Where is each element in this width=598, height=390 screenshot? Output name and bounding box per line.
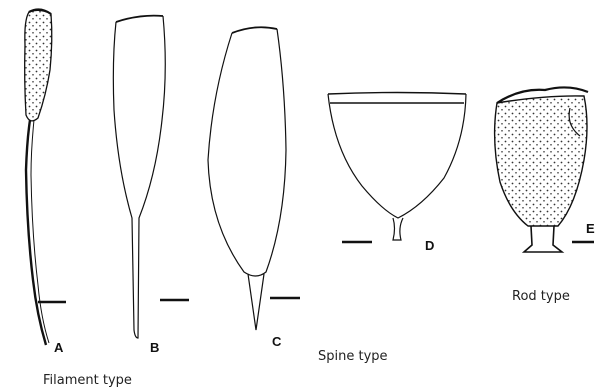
specimen-e-body — [495, 96, 587, 226]
specimen-c-body — [208, 29, 286, 276]
specimen-b-collar — [116, 16, 163, 22]
specimen-c-spine — [248, 274, 264, 330]
specimen-d-body — [328, 94, 466, 218]
specimen-c-collar — [232, 27, 277, 33]
group-label-filament: Filament type — [43, 373, 132, 388]
specimen-a-body — [25, 10, 52, 120]
specimen-d-spine — [393, 218, 403, 240]
specimen-e-rod — [524, 226, 562, 252]
specimen-a-drawing — [25, 9, 52, 345]
specimen-d-drawing — [328, 93, 466, 241]
specimen-e-drawing — [495, 87, 588, 252]
panel-letter-a: A — [54, 340, 64, 355]
specimen-a-filament — [26, 120, 46, 345]
specimen-d-collar — [328, 93, 466, 104]
panel-letter-b: B — [150, 340, 159, 355]
specimen-b-drawing — [113, 16, 165, 338]
panel-letter-c: C — [272, 334, 282, 349]
panel-letter-e: E — [586, 221, 595, 236]
panel-letter-d: D — [425, 238, 434, 253]
specimen-c-drawing — [208, 27, 286, 330]
specimen-b-body — [113, 16, 165, 338]
group-label-spine: Spine type — [318, 349, 388, 364]
group-label-rod: Rod type — [512, 289, 570, 304]
